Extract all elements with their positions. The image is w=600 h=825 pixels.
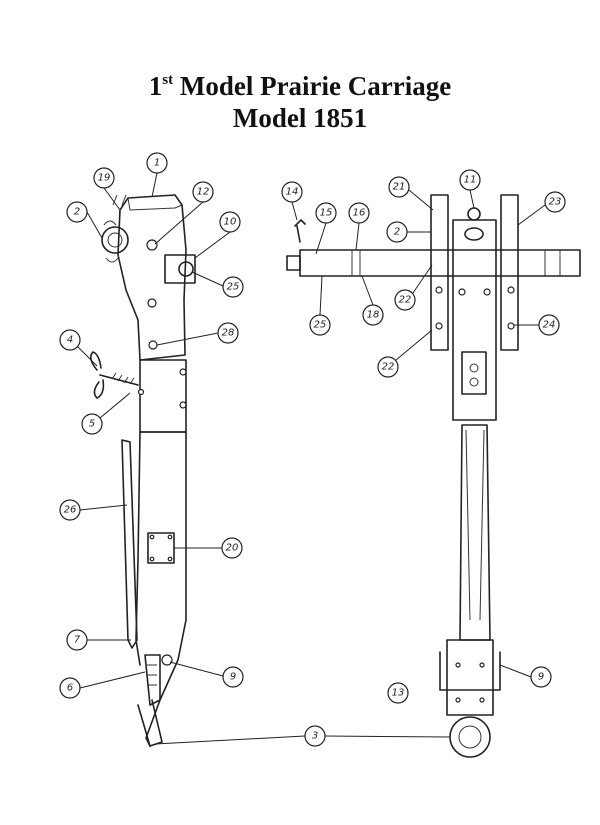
page-title: 1st Model Prairie Carriage Model 1851 xyxy=(0,64,600,134)
callout-number: 15 xyxy=(320,208,333,219)
callout-circle xyxy=(386,221,408,243)
callout-c2b: 2 xyxy=(386,221,408,243)
callout-circle xyxy=(146,152,168,174)
callout-number: 22 xyxy=(399,295,412,306)
callout-circle xyxy=(362,304,384,326)
callout-number: 16 xyxy=(353,208,366,219)
callout-number: 9 xyxy=(230,672,236,683)
callout-circle xyxy=(530,666,552,688)
callout-number: 26 xyxy=(64,505,77,516)
callout-c12: 12 xyxy=(192,181,214,203)
top-view-carriage xyxy=(286,194,581,758)
callout-c15: 15 xyxy=(315,202,337,224)
callout-circle xyxy=(315,202,337,224)
callout-circle xyxy=(388,176,410,198)
callout-circle xyxy=(309,314,331,336)
callout-circle xyxy=(217,322,239,344)
callout-number: 28 xyxy=(222,328,235,339)
leader-lines xyxy=(77,172,546,745)
callout-circle xyxy=(348,202,370,224)
callout-number: 10 xyxy=(224,217,237,228)
callout-number: 20 xyxy=(226,543,239,554)
title-number: 1 xyxy=(148,71,163,101)
callout-c14: 14 xyxy=(281,181,303,203)
callout-c4: 4 xyxy=(59,329,81,351)
title-text: Model Prairie Carriage xyxy=(173,71,452,101)
callout-circle xyxy=(93,167,115,189)
callout-circle xyxy=(394,289,416,311)
callout-circle xyxy=(459,169,481,191)
callout-circle xyxy=(66,629,88,651)
callout-c16: 16 xyxy=(348,202,370,224)
callout-c23: 23 xyxy=(544,191,566,213)
title-ordinal-suffix: st xyxy=(162,72,174,88)
callout-number: 4 xyxy=(67,335,73,346)
title-line-1: 1st Model Prairie Carriage xyxy=(0,64,600,102)
callout-circle xyxy=(222,276,244,298)
callout-c24: 24 xyxy=(538,314,560,336)
callout-c18: 18 xyxy=(362,304,384,326)
callout-c9b: 9 xyxy=(530,666,552,688)
side-view-trail xyxy=(89,194,196,747)
callout-circle xyxy=(59,329,81,351)
callout-number: 22 xyxy=(382,362,395,373)
callout-c7: 7 xyxy=(66,629,88,651)
callout-number: 25 xyxy=(227,282,240,293)
callout-number: 23 xyxy=(549,197,562,208)
callout-c5: 5 xyxy=(81,413,103,435)
callout-circle xyxy=(538,314,560,336)
callout-c25b: 25 xyxy=(309,314,331,336)
callout-number: 11 xyxy=(464,175,477,186)
callout-circle xyxy=(66,201,88,223)
callout-circle xyxy=(59,677,81,699)
callout-c22a: 22 xyxy=(394,289,416,311)
callout-circle xyxy=(377,356,399,378)
callout-number: 12 xyxy=(197,187,210,198)
callout-number: 24 xyxy=(543,320,556,331)
callout-number: 18 xyxy=(367,310,380,321)
callout-circle xyxy=(222,666,244,688)
callout-circle xyxy=(192,181,214,203)
callout-circle xyxy=(544,191,566,213)
callout-c3: 3 xyxy=(304,725,326,747)
callout-c9a: 9 xyxy=(222,666,244,688)
callout-number: 3 xyxy=(312,731,318,742)
callout-number: 2 xyxy=(74,207,80,218)
callout-circle xyxy=(221,537,243,559)
callout-number: 19 xyxy=(98,173,111,184)
callout-c11: 11 xyxy=(459,169,481,191)
callout-number: 7 xyxy=(74,635,81,646)
title-line-2: Model 1851 xyxy=(232,103,368,133)
callout-circle xyxy=(387,682,409,704)
callout-circle xyxy=(304,725,326,747)
callout-number: 25 xyxy=(314,320,327,331)
callout-c21: 21 xyxy=(388,176,410,198)
callout-number: 9 xyxy=(538,672,544,683)
callout-c6: 6 xyxy=(59,677,81,699)
callout-c1: 1 xyxy=(146,152,168,174)
callout-c10: 10 xyxy=(219,211,241,233)
callout-number: 2 xyxy=(394,227,400,238)
callout-circle xyxy=(281,181,303,203)
callout-number: 21 xyxy=(393,182,406,193)
callout-number: 1 xyxy=(154,158,160,169)
callout-c25a: 25 xyxy=(222,276,244,298)
callout-circle xyxy=(59,499,81,521)
callout-number: 14 xyxy=(286,187,299,198)
callout-circle xyxy=(81,413,103,435)
callout-circle xyxy=(219,211,241,233)
callout-c22b: 22 xyxy=(377,356,399,378)
callout-number: 13 xyxy=(392,688,405,699)
callout-c20: 20 xyxy=(221,537,243,559)
callout-c19: 19 xyxy=(93,167,115,189)
callout-c28: 28 xyxy=(217,322,239,344)
callout-number: 6 xyxy=(67,683,73,694)
callout-c2a: 2 xyxy=(66,201,88,223)
callout-number: 5 xyxy=(89,419,95,430)
callout-c13: 13 xyxy=(387,682,409,704)
callout-c26: 26 xyxy=(59,499,81,521)
